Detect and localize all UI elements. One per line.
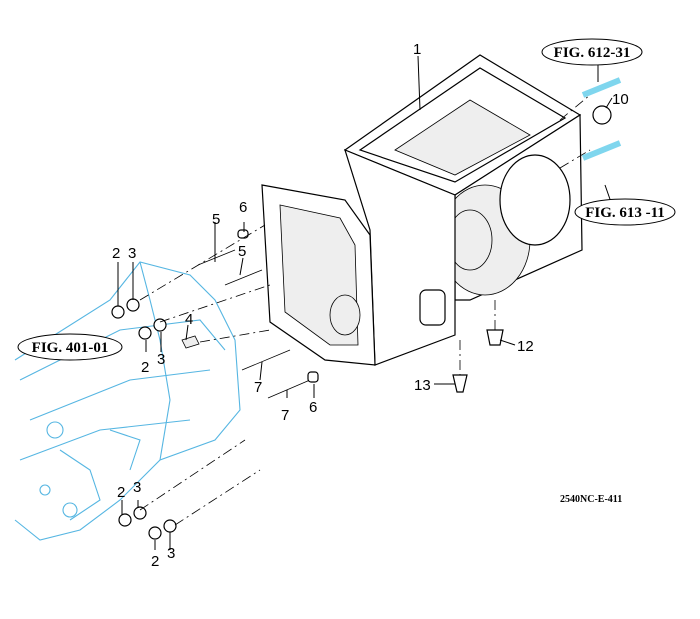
callout-12: 12: [517, 338, 534, 355]
callout-3: 3: [157, 351, 165, 368]
callout-6: 6: [309, 399, 317, 416]
leader-lines: [117, 55, 613, 550]
alignment-lines: [139, 94, 591, 526]
fig-ref-label: FIG. 613 -11: [585, 205, 665, 221]
callout-2: 2: [112, 245, 120, 262]
callout-7: 7: [254, 379, 262, 396]
callout-5: 5: [212, 211, 220, 228]
callout-5: 5: [238, 243, 246, 260]
studs-and-pins: [181, 77, 622, 399]
drawing-code: 2540NC-E-411: [560, 494, 622, 505]
fig-ref-label: FIG. 401-01: [32, 340, 109, 356]
callout-2: 2: [117, 484, 125, 501]
callout-6: 6: [239, 199, 247, 216]
callout-7: 7: [281, 407, 289, 424]
callout-2: 2: [141, 359, 149, 376]
callout-3: 3: [128, 245, 136, 262]
callout-4: 4: [185, 311, 193, 328]
callout-10: 10: [612, 91, 629, 108]
callout-2: 2: [151, 553, 159, 570]
nuts-and-washers: [111, 298, 177, 540]
fig-ref-613-11[interactable]: FIG. 613 -11: [574, 198, 676, 226]
callout-3: 3: [133, 479, 141, 496]
callout-3: 3: [167, 545, 175, 562]
transmission-housing: [261, 54, 583, 366]
fig-ref-label: FIG. 612-31: [554, 45, 631, 61]
callout-13: 13: [414, 377, 431, 394]
callout-1: 1: [413, 41, 421, 58]
fig-ref-612-31[interactable]: FIG. 612-31: [541, 38, 643, 66]
fig-ref-401-01[interactable]: FIG. 401-01: [17, 333, 123, 361]
